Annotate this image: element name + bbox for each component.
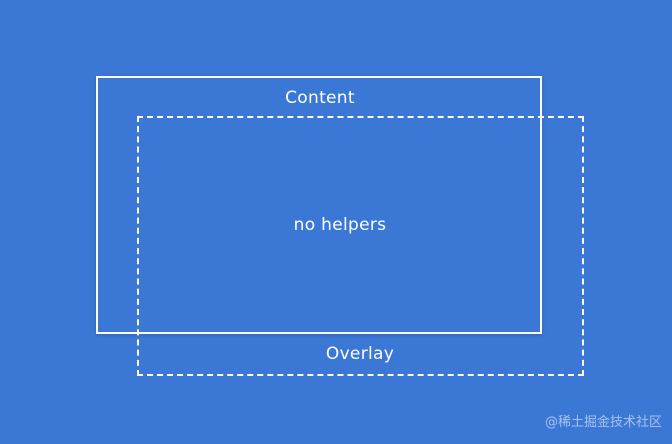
watermark-text: @稀土掘金技术社区 xyxy=(544,415,662,430)
content-box xyxy=(96,76,542,334)
overlay-label: Overlay xyxy=(325,344,395,364)
center-text: no helpers xyxy=(293,215,387,235)
content-label: Content xyxy=(285,88,355,108)
overlay-box xyxy=(137,116,584,376)
